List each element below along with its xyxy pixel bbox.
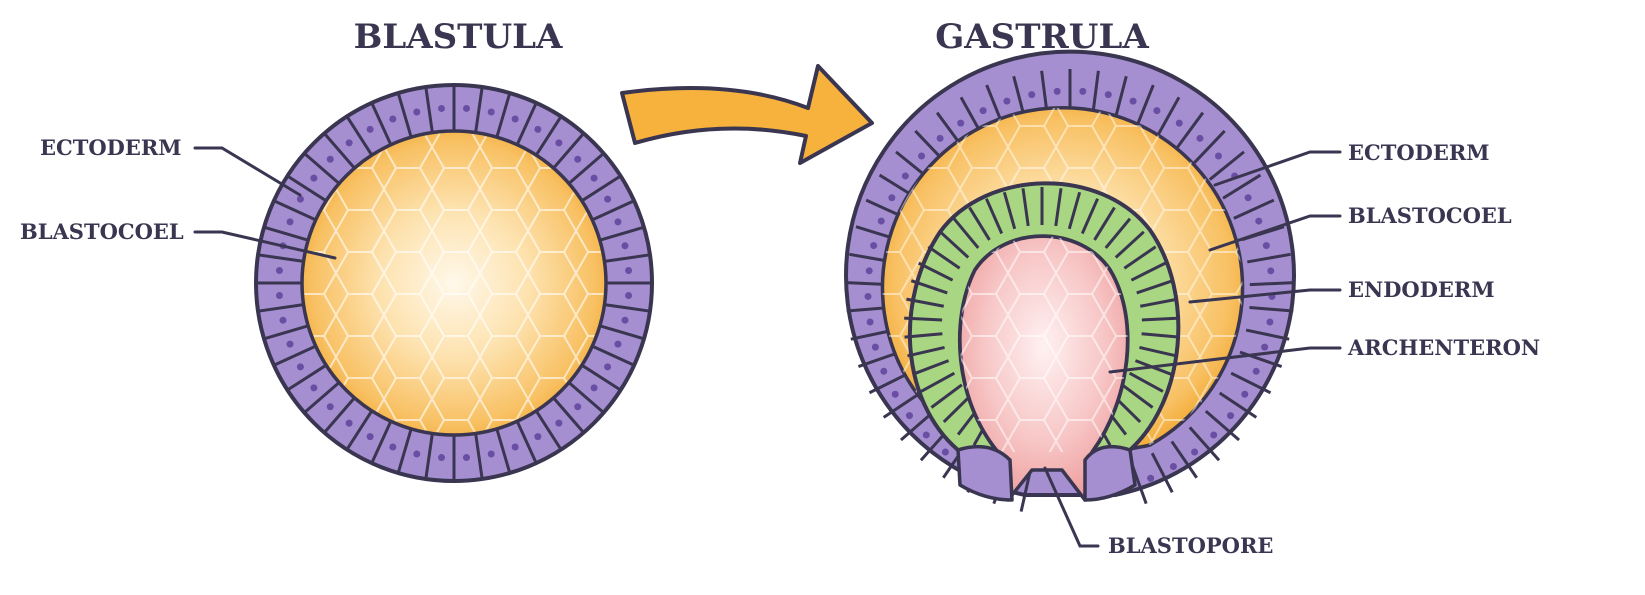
arrow-right-icon: [620, 64, 874, 165]
gastrula-ectoderm-cells: [846, 69, 1294, 512]
label-blastula-blastocoel: BLASTOCOEL: [20, 219, 184, 244]
gastrula-title: GASTRULA: [935, 17, 1149, 57]
blastula-embryo: [254, 83, 654, 483]
leader-lines: [193, 146, 1342, 548]
gastrula-embryo: [844, 49, 1296, 512]
blastula-yolk-cells: [304, 133, 604, 433]
label-gastrula-blastocoel: BLASTOCOEL: [1348, 203, 1512, 228]
gastrula-blastopore-lip-right: [1083, 444, 1137, 502]
label-gastrula-endoderm: ENDODERM: [1348, 277, 1495, 302]
blastula-ectoderm-cells: [256, 85, 652, 481]
gastrula-archenteron-cells: [959, 236, 1128, 452]
label-gastrula-blastopore: BLASTOPORE: [1108, 533, 1273, 558]
blastula-title: BLASTULA: [354, 17, 563, 57]
label-gastrula-archenteron: ARCHENTERON: [1347, 335, 1540, 360]
label-blastula-ectoderm: ECTODERM: [40, 135, 182, 160]
label-gastrula-ectoderm: ECTODERM: [1348, 140, 1490, 165]
gastrula-blastopore-lip-left: [956, 444, 1014, 502]
